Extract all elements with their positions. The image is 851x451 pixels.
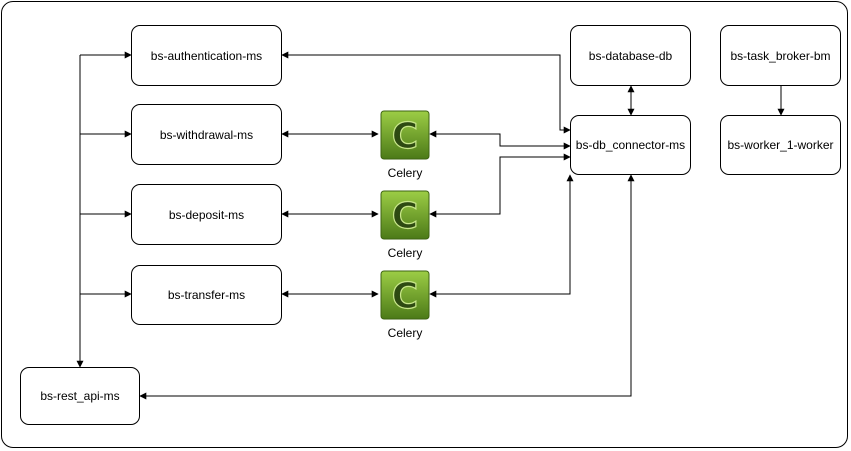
node-bs-deposit-ms: bs-deposit-ms [131,184,282,245]
arrow-authentication-db-connector [281,51,571,134]
celery-label: Celery [387,326,423,340]
arrow-celery1-db-connector [429,130,571,150]
node-bs-database-db: bs-database-db [570,25,691,86]
celery-label: Celery [387,246,423,260]
celery-logo-icon: C [380,110,430,160]
celery-label: Celery [387,166,423,180]
arrow-rest-api-db-connector [139,174,635,400]
node-bs-rest-api-ms: bs-rest_api-ms [20,367,140,425]
svg-text:C: C [392,196,418,237]
celery-logo-icon: C [380,190,430,240]
svg-text:C: C [392,116,418,157]
node-bs-worker-1-worker: bs-worker_1-worker [720,115,841,175]
celery-logo-icon: C [380,270,430,320]
node-bs-authentication-ms: bs-authentication-ms [131,25,282,86]
node-bs-task-broker-bm: bs-task_broker-bm [720,25,841,86]
node-bs-transfer-ms: bs-transfer-ms [131,265,282,325]
node-bs-db-connector-ms: bs-db_connector-ms [570,115,691,175]
arrow-celery2-db-connector [429,153,571,218]
node-bs-withdrawal-ms: bs-withdrawal-ms [131,104,282,165]
svg-text:C: C [392,276,418,317]
